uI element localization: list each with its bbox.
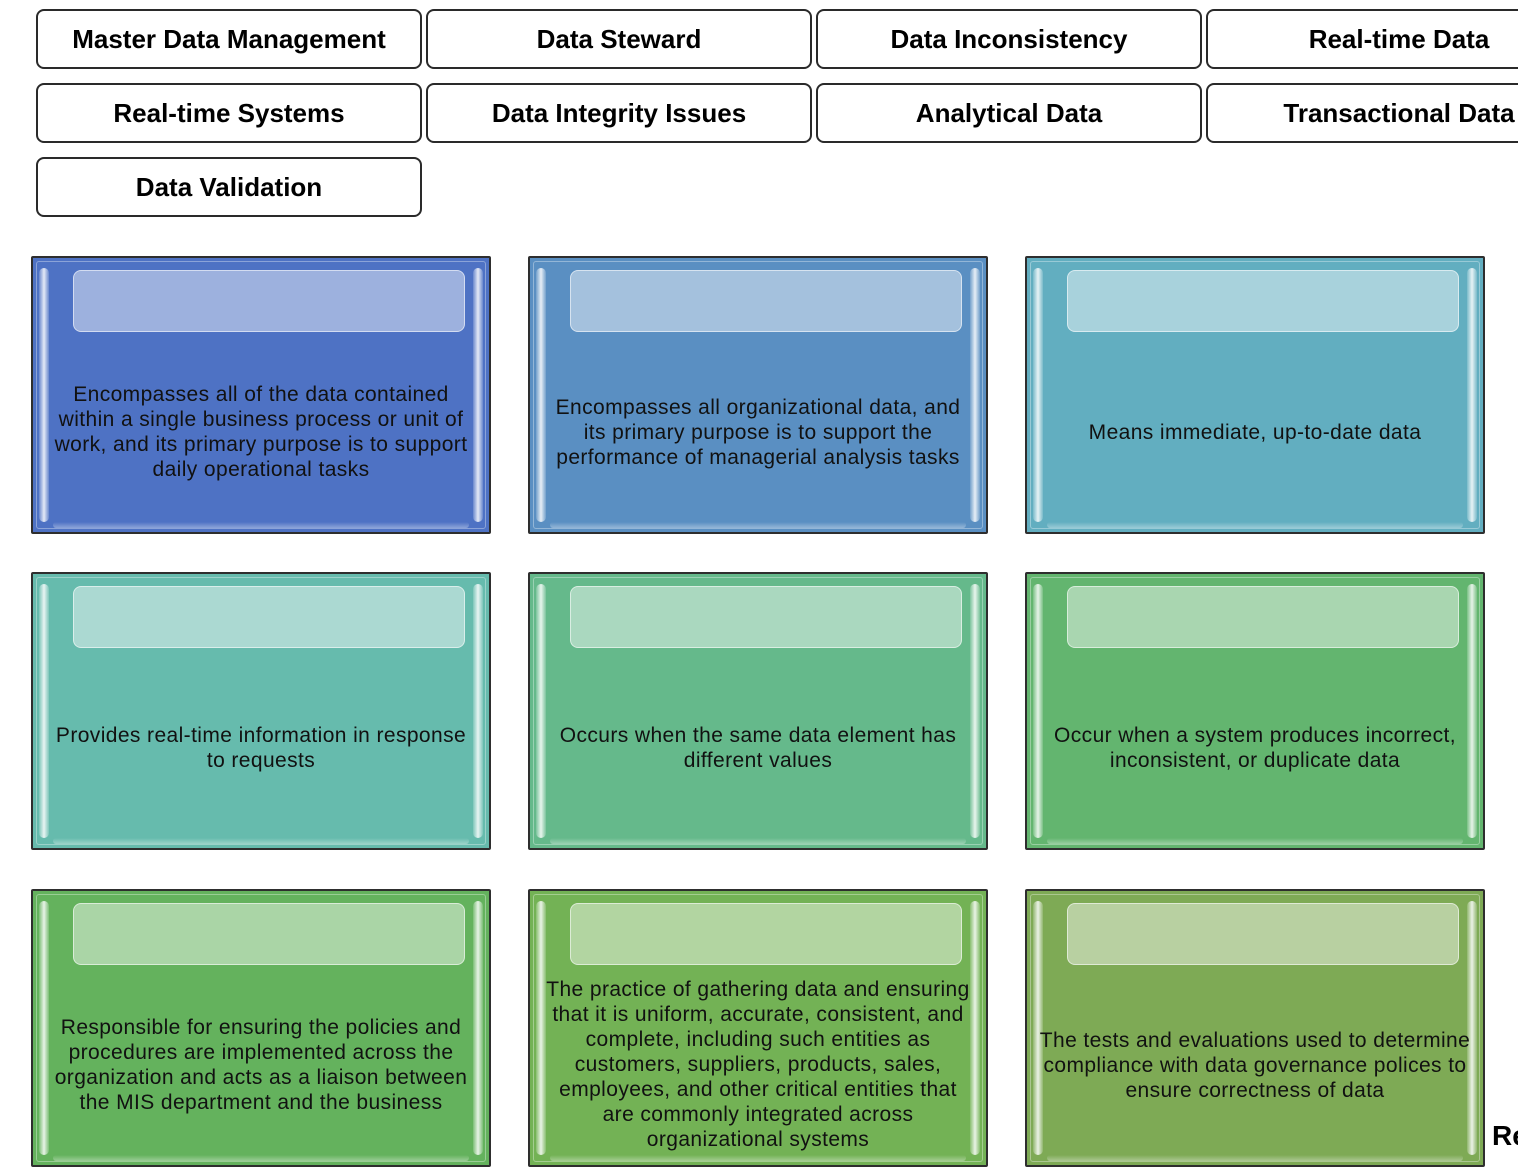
definition-card-7: Responsible for ensuring the policies an…	[31, 889, 491, 1167]
definition-card-8: The practice of gathering data and ensur…	[528, 889, 988, 1167]
definition-text-6: Occur when a system produces incorrect, …	[1054, 724, 1456, 772]
definition-text-5: Occurs when the same data element has di…	[559, 724, 957, 772]
drop-target-3[interactable]	[1067, 270, 1459, 332]
drop-target-8[interactable]	[570, 903, 962, 965]
term-chip-data-inconsistency[interactable]: Data Inconsistency	[816, 9, 1202, 69]
term-chip-data-steward[interactable]: Data Steward	[426, 9, 812, 69]
drop-target-1[interactable]	[73, 270, 465, 332]
term-chip-data-integrity-issues[interactable]: Data Integrity Issues	[426, 83, 812, 143]
definition-card-9: The tests and evaluations used to determ…	[1025, 889, 1485, 1167]
definition-text-8: The practice of gathering data and ensur…	[546, 977, 970, 1151]
truncated-label: Re	[1492, 1120, 1518, 1151]
definition-card-6: Occur when a system produces incorrect, …	[1025, 572, 1485, 850]
definition-card-1: Encompasses all of the data contained wi…	[31, 256, 491, 534]
drop-target-9[interactable]	[1067, 903, 1459, 965]
term-chip-real-time-data[interactable]: Real-time Data	[1206, 9, 1518, 69]
definition-card-5: Occurs when the same data element has di…	[528, 572, 988, 850]
definition-text-2: Encompasses all organizational data, and…	[555, 395, 961, 469]
definition-card-3: Means immediate, up-to-date data	[1025, 256, 1485, 534]
term-chip-transactional-data[interactable]: Transactional Data	[1206, 83, 1518, 143]
definition-text-7: Responsible for ensuring the policies an…	[54, 1016, 468, 1114]
definition-text-1: Encompasses all of the data contained wi…	[54, 383, 468, 481]
term-chip-data-validation[interactable]: Data Validation	[36, 157, 422, 217]
drop-target-4[interactable]	[73, 586, 465, 648]
definition-card-2: Encompasses all organizational data, and…	[528, 256, 988, 534]
definition-text-3: Means immediate, up-to-date data	[1088, 420, 1422, 444]
definition-text-4: Provides real-time information in respon…	[55, 724, 467, 772]
drop-target-6[interactable]	[1067, 586, 1459, 648]
drop-target-7[interactable]	[73, 903, 465, 965]
term-chip-real-time-systems[interactable]: Real-time Systems	[36, 83, 422, 143]
term-chip-analytical-data[interactable]: Analytical Data	[816, 83, 1202, 143]
drop-target-2[interactable]	[570, 270, 962, 332]
term-chip-master-data-management[interactable]: Master Data Management	[36, 9, 422, 69]
drop-target-5[interactable]	[570, 586, 962, 648]
definition-card-4: Provides real-time information in respon…	[31, 572, 491, 850]
definition-text-9: The tests and evaluations used to determ…	[1039, 1028, 1471, 1102]
